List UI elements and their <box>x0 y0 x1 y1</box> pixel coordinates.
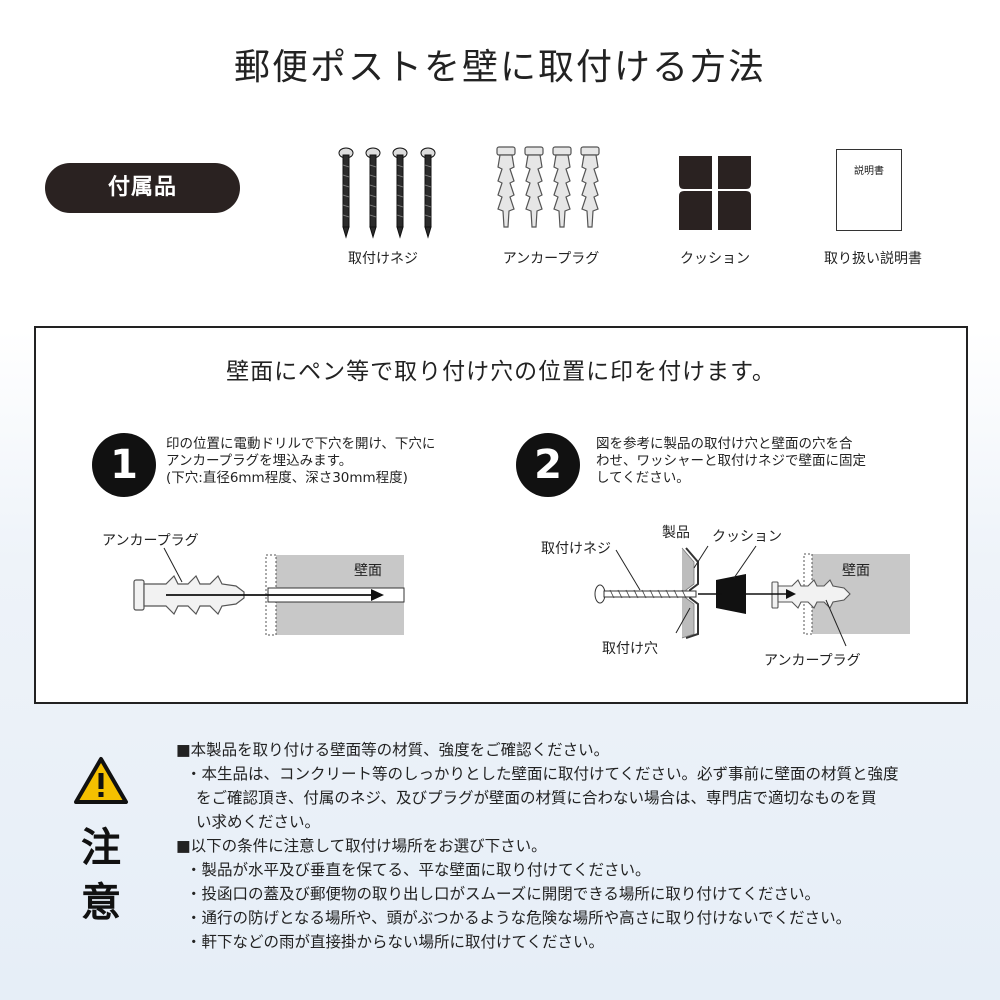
step-2-diagram <box>594 545 910 647</box>
step-1-number: 1 <box>92 433 156 497</box>
caution-label-char-1: 注 <box>81 825 121 871</box>
step-1-text: 印の位置に電動ドリルで下穴を開け、下穴に アンカープラグを埋込みます。 (下穴:… <box>166 436 436 486</box>
step-2-text: 図を参考に製品の取付け穴と壁面の穴を合 わせ、ワッシャーと取付けネジで壁面に固定… <box>596 436 866 486</box>
step-2-label-hole: 取付け穴 <box>602 641 658 657</box>
anchor-plug-icon <box>496 146 600 228</box>
page-title: 郵便ポストを壁に取付ける方法 <box>233 47 766 88</box>
caution-line: ・製品が水平及び垂直を保てる、平な壁面に取り付けてください。 <box>186 861 651 879</box>
manual-cover-text: 説明書 <box>854 166 884 177</box>
caution-line: ・投函口の蓋及び郵便物の取り出し口がスムーズに開閉できる場所に取り付けてください… <box>186 885 820 903</box>
caution-text-block: ■本製品を取り付ける壁面等の材質、強度をご確認ください。 ・本生品は、コンクリー… <box>176 738 966 954</box>
step-2-label-anchor: アンカープラグ <box>764 653 861 669</box>
step-1-diagram <box>133 554 405 636</box>
step-2-label-wall: 壁面 <box>842 563 870 579</box>
caution-line: ・通行の防げとなる場所や、頭がぶつかるような危険な場所や高さに取り付けないでくだ… <box>186 909 852 927</box>
warning-icon <box>74 757 128 804</box>
instructions-panel: 壁面にペン等で取り付け穴の位置に印を付けます。 1 印の位置に電動ドリルで下穴を… <box>34 326 968 704</box>
manual-icon: 説明書 <box>836 149 902 231</box>
caution-line: ■以下の条件に注意して取付け場所をお選び下さい。 <box>176 837 547 855</box>
screw-icon <box>338 147 436 239</box>
step-1-label-anchor: アンカープラグ <box>102 533 199 549</box>
caution-line: ・本生品は、コンクリート等のしっかりとした壁面に取付けてください。必ず事前に壁面… <box>186 765 899 783</box>
step-1-label-wall: 壁面 <box>354 563 382 579</box>
caution-line: ■本製品を取り付ける壁面等の材質、強度をご確認ください。 <box>176 741 610 759</box>
accessory-label-screw: 取付けネジ <box>348 251 418 267</box>
step-2-label-screw: 取付けネジ <box>541 541 611 557</box>
step-2-number: 2 <box>516 433 580 497</box>
accessory-label-cushion: クッション <box>680 251 750 267</box>
step-2-label-cushion: クッション <box>712 529 782 545</box>
accessory-label-manual: 取り扱い説明書 <box>824 251 922 267</box>
caution-line: ・軒下などの雨が直接掛からない場所に取付けてください。 <box>186 933 605 951</box>
instructions-heading: 壁面にペン等で取り付け穴の位置に印を付けます。 <box>226 359 776 385</box>
step-2-label-product: 製品 <box>662 525 690 541</box>
step-1-anchor-leader <box>163 547 183 583</box>
caution-label-char-2: 意 <box>81 880 121 926</box>
accessory-label-anchor: アンカープラグ <box>502 251 600 267</box>
caution-line: をご確認頂き、付属のネジ、及びプラグが壁面の材質に合わない場合は、専門店で適切な… <box>196 789 877 807</box>
caution-line: い求めください。 <box>196 813 321 831</box>
accessories-heading: 付属品 <box>45 163 240 213</box>
cushion-icon <box>679 156 751 230</box>
